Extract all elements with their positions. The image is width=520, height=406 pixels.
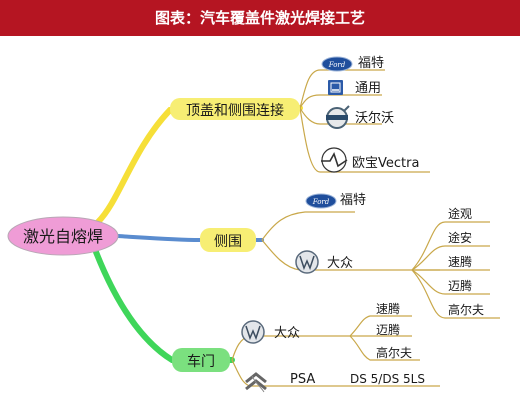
ford-logo-icon: Ford [305, 193, 337, 209]
branch-label-side: 侧围 [214, 234, 242, 250]
branch-label-roof: 顶盖和侧围连接 [186, 102, 284, 119]
model-tiguan: 途观 [448, 206, 472, 221]
model-sagitar-side: 速腾 [448, 254, 472, 269]
svg-text:Ford: Ford [312, 198, 330, 206]
opel-logo-icon [321, 147, 348, 173]
leaf-vw-door: 大众 [274, 326, 300, 341]
leaf-ford-side: 福特 [340, 193, 366, 208]
branch-label-door: 车门 [187, 353, 215, 370]
branch-bot [93, 249, 235, 363]
ford-logo-icon: Ford [321, 56, 353, 72]
branch-mid [116, 234, 264, 242]
model-magotan-door: 迈腾 [376, 322, 400, 337]
model-golf-side: 高尔夫 [448, 302, 484, 317]
leaf-ford-roof: 福特 [358, 56, 384, 71]
leaf-opel: 欧宝Vectra [352, 156, 419, 171]
model-touran: 途安 [448, 230, 472, 245]
volvo-logo-icon [326, 105, 350, 129]
citroen-logo-icon [245, 372, 267, 393]
leaf-volvo: 沃尔沃 [355, 111, 394, 126]
model-golf-door: 高尔夫 [376, 345, 412, 360]
gm-logo-icon [328, 80, 343, 95]
svg-text:Ford: Ford [328, 61, 346, 69]
mind-map: 激光自熔焊 顶盖和侧围连接 侧围 车门 Ford Ford [7, 56, 500, 393]
vw-logo-icon [295, 250, 319, 274]
leaf-psa: PSA [290, 372, 315, 387]
branch-top [95, 105, 303, 225]
leaf-vw-side: 大众 [327, 256, 353, 271]
branch-box-roof [170, 98, 300, 120]
model-magotan-side: 迈腾 [448, 278, 472, 293]
vw-logo-icon [241, 320, 265, 344]
branch-box-side [200, 228, 256, 252]
figure-title: 图表：汽车覆盖件激光焊接工艺 [0, 0, 520, 36]
leaf-gm: 通用 [355, 81, 381, 96]
root-label: 激光自熔焊 [23, 227, 103, 246]
root-node [7, 216, 119, 256]
model-sagitar-door: 速腾 [376, 301, 400, 316]
branch-box-door [172, 348, 230, 372]
model-ds5: DS 5/DS 5LS [350, 372, 425, 386]
